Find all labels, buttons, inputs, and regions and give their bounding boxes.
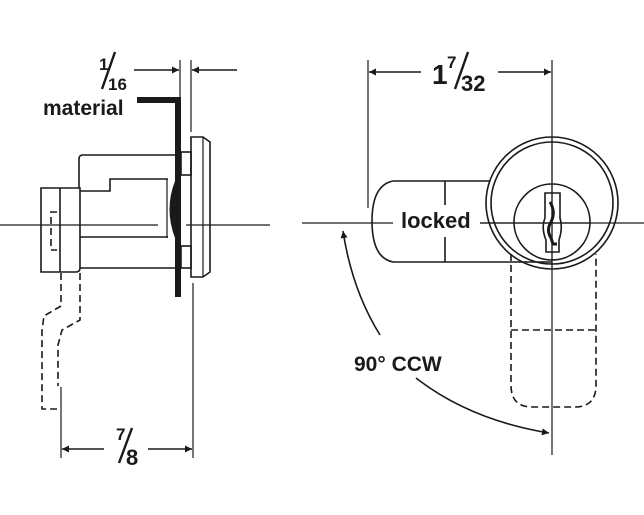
cam-alt-position	[41, 273, 62, 410]
lock-body-step	[80, 178, 168, 192]
cam-locked	[371, 180, 552, 263]
material-thickness-numerator: 1	[99, 55, 108, 74]
keyhole	[542, 192, 563, 253]
mounting-panel	[137, 97, 181, 297]
flange	[190, 136, 211, 278]
front-view: locked 1 7 32 90° CCW	[302, 51, 644, 455]
rotation-arrow	[340, 230, 381, 336]
material-thickness-denominator: 16	[108, 75, 127, 94]
cam-unlocked-position	[510, 254, 597, 408]
cam-label: locked	[401, 208, 471, 233]
width-denominator: 32	[461, 71, 485, 96]
side-view: 1 16 material 7 8	[0, 51, 270, 470]
width-numerator: 7	[447, 53, 456, 72]
depth-numerator: 7	[116, 425, 125, 444]
rotation-arrow	[415, 377, 550, 436]
material-label: material	[43, 97, 124, 120]
lock-body	[78, 154, 175, 188]
cam	[40, 187, 81, 273]
key-icon	[547, 201, 557, 246]
depth-denominator: 8	[126, 445, 138, 470]
spacer	[180, 151, 192, 176]
width-whole: 1	[432, 59, 448, 90]
rotation-label: 90° CCW	[354, 353, 442, 376]
spacer	[180, 245, 192, 269]
dome	[169, 181, 175, 238]
